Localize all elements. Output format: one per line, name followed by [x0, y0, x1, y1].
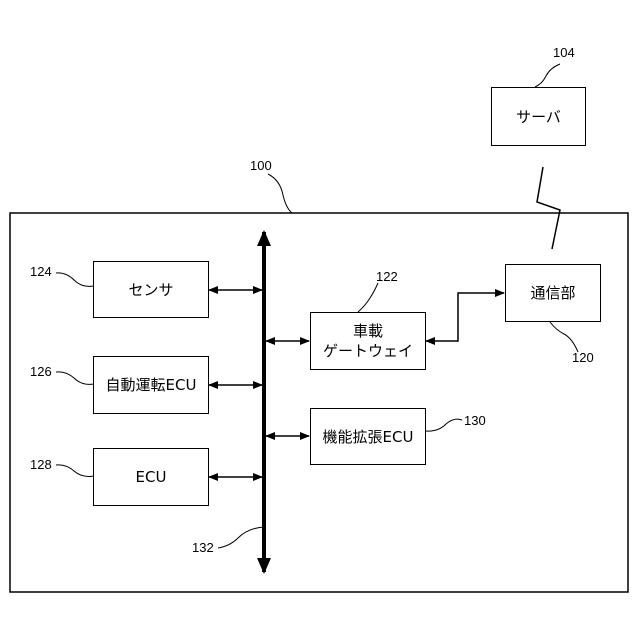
- ref-100: 100: [250, 158, 272, 173]
- gateway-label-line1: 車載: [353, 321, 383, 341]
- leader-124: [56, 273, 94, 287]
- auto-driving-ecu-label: 自動運転ECU: [106, 375, 197, 395]
- ecu-box: ECU: [93, 448, 209, 506]
- ref-104: 104: [553, 45, 575, 60]
- ref-124: 124: [30, 264, 52, 279]
- ref-128: 128: [30, 457, 52, 472]
- ext-ecu-label: 機能拡張ECU: [323, 427, 414, 447]
- sensor-label: センサ: [128, 280, 173, 300]
- ref-122: 122: [376, 269, 398, 284]
- sensor-box: センサ: [93, 261, 209, 318]
- leader-122: [358, 283, 378, 312]
- leader-120: [550, 322, 578, 352]
- leader-100: [268, 174, 292, 213]
- arrow-gateway-comm: [426, 293, 504, 341]
- wireless-link-icon: [537, 167, 560, 249]
- ext-ecu-box: 機能拡張ECU: [310, 408, 426, 465]
- leader-128: [56, 465, 94, 477]
- ref-132: 132: [192, 540, 214, 555]
- leader-130: [426, 419, 462, 431]
- gateway-label-line2: ゲートウェイ: [323, 341, 413, 361]
- ref-126: 126: [30, 364, 52, 379]
- auto-driving-ecu-box: 自動運転ECU: [93, 356, 209, 414]
- leader-104: [535, 64, 560, 87]
- ecu-label: ECU: [136, 467, 167, 487]
- leader-132: [218, 527, 264, 548]
- gateway-box: 車載 ゲートウェイ: [310, 312, 426, 370]
- server-box: サーバ: [491, 87, 586, 146]
- ref-120: 120: [572, 350, 594, 365]
- server-label: サーバ: [516, 107, 561, 127]
- ref-130: 130: [464, 413, 486, 428]
- comm-unit-box: 通信部: [505, 264, 601, 322]
- comm-unit-label: 通信部: [530, 283, 575, 303]
- leader-126: [56, 372, 94, 385]
